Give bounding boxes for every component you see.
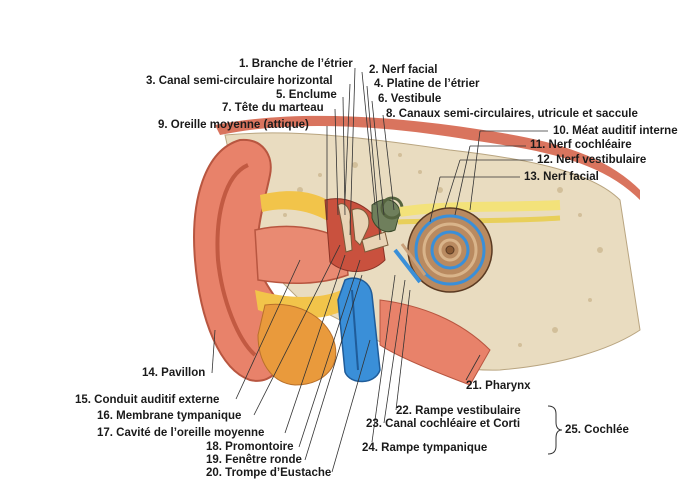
label-16: 16. Membrane tympanique xyxy=(97,410,242,422)
scala-band-2 xyxy=(400,243,427,276)
pinna-fold xyxy=(215,163,257,357)
label-17: 17. Cavité de l’oreille moyenne xyxy=(97,427,265,439)
label-15: 15. Conduit auditif externe xyxy=(75,394,220,406)
label-5: 5. Enclume xyxy=(276,89,337,101)
vestibulocochlear-nerve xyxy=(399,200,561,217)
label-20: 20. Trompe d’Eustache xyxy=(206,467,332,479)
label-18: 18. Promontoire xyxy=(206,441,294,453)
label-13: 13. Nerf facial xyxy=(524,171,599,183)
parotid-muscle xyxy=(257,303,337,386)
stapes xyxy=(361,231,389,253)
pharynx xyxy=(379,299,491,386)
scala-band-1 xyxy=(393,248,422,284)
label-14: 14. Pavillon xyxy=(142,367,206,379)
label-12: 12. Nerf vestibulaire xyxy=(537,154,647,166)
label-22: 22. Rampe vestibulaire xyxy=(396,405,521,417)
label-6: 6. Vestibule xyxy=(378,93,442,105)
label-21: 21. Pharynx xyxy=(466,380,531,392)
cochlea xyxy=(407,207,493,293)
canal-fat-upper xyxy=(260,191,345,230)
label-1: 1. Branche de l’étrier xyxy=(239,58,353,70)
cochlea-bracket xyxy=(547,405,563,455)
label-2: 2. Nerf facial xyxy=(369,64,438,76)
label-11: 11. Nerf cochléaire xyxy=(530,139,632,151)
label-24: 24. Rampe tympanique xyxy=(362,442,488,454)
leader-lines xyxy=(211,67,548,473)
label-23: 23. Canal cochléaire et Corti xyxy=(366,418,521,430)
label-4: 4. Platine de l’étrier xyxy=(374,78,480,90)
label-19: 19. Fenêtre ronde xyxy=(206,454,302,466)
label-8: 8. Canaux semi-circulaires, utricule et … xyxy=(386,108,638,120)
label-9: 9. Oreille moyenne (attique) xyxy=(158,119,309,131)
eustachian-tube xyxy=(337,277,381,383)
label-25: 25. Cochlée xyxy=(565,424,629,436)
malleus xyxy=(337,203,353,253)
label-7: 7. Tête du marteau xyxy=(222,102,324,114)
incus xyxy=(351,208,370,246)
label-3: 3. Canal semi-circulaire horizontal xyxy=(146,75,333,87)
external-canal xyxy=(254,225,349,285)
scalp-skin xyxy=(215,115,640,200)
label-10: 10. Méat auditif interne xyxy=(553,125,678,137)
